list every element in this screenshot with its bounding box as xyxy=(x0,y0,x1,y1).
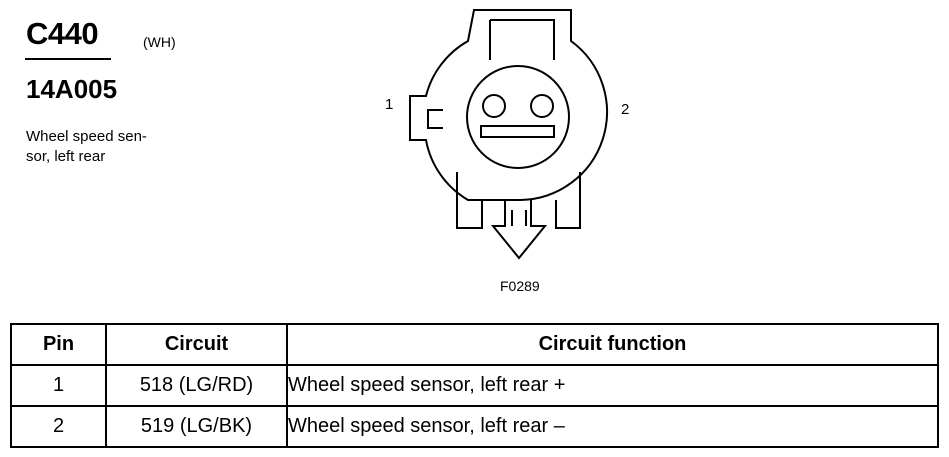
table-row: 1 518 (LG/RD) Wheel speed sensor, left r… xyxy=(10,364,939,407)
header-circuit: Circuit xyxy=(105,323,288,366)
header-pin: Pin xyxy=(10,323,107,366)
circuit: 518 (LG/RD) xyxy=(105,364,288,407)
connector-description: Wheel speed sen- sor, left rear xyxy=(26,127,186,167)
circuit-function: Wheel speed sensor, left rear + xyxy=(286,364,939,407)
pin-number: 2 xyxy=(10,405,107,448)
connector-id-underline xyxy=(25,58,111,60)
circuit: 519 (LG/BK) xyxy=(105,405,288,448)
connector-face-diagram xyxy=(409,9,609,260)
connector-arrow-inner xyxy=(511,210,527,226)
connector-lock-arrow xyxy=(490,200,548,260)
connector-description-line-2: sor, left rear xyxy=(26,148,106,165)
part-number: 14A005 xyxy=(26,74,118,104)
connector-key-slot xyxy=(480,125,555,138)
connector-housing-outline xyxy=(409,9,609,201)
pin-table-header-row: Pin Circuit Circuit function xyxy=(10,323,939,366)
connector-color-code: (WH) xyxy=(143,34,176,50)
header-circuit-function: Circuit function xyxy=(286,323,939,366)
connector-id: C440 xyxy=(26,16,99,51)
connector-right-leg xyxy=(555,172,581,229)
pin-cavity-1 xyxy=(482,94,506,118)
connector-terminal-face xyxy=(466,65,570,169)
circuit-function: Wheel speed sensor, left rear – xyxy=(286,405,939,448)
connector-description-line-1: Wheel speed sen- xyxy=(26,128,147,145)
connector-left-leg xyxy=(456,172,483,229)
table-row: 2 519 (LG/BK) Wheel speed sensor, left r… xyxy=(10,405,939,448)
connector-latch-inner xyxy=(427,109,443,129)
pin-label-1: 1 xyxy=(385,96,394,113)
pin-number: 1 xyxy=(10,364,107,407)
pin-label-2: 2 xyxy=(621,101,630,118)
pin-table: Pin Circuit Circuit function 1 518 (LG/R… xyxy=(10,323,939,448)
pin-cavity-2 xyxy=(530,94,554,118)
connector-top-latch-inner xyxy=(489,19,555,60)
figure-id: F0289 xyxy=(500,278,540,294)
